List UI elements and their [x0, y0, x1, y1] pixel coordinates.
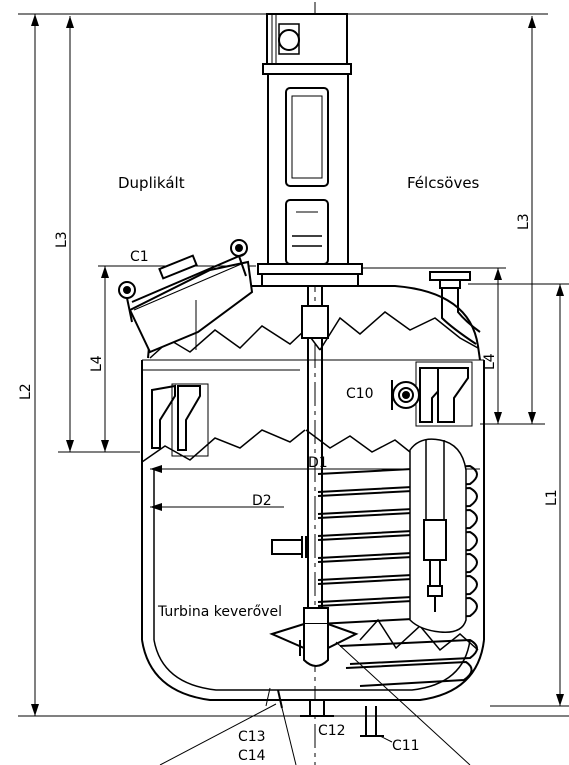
label-agitator: Turbina keverővel	[157, 604, 282, 620]
labels: Duplikált Félcsöves Turbina keverővel C1…	[18, 174, 560, 764]
label-l4-left: L4	[89, 355, 105, 372]
label-l3-left: L3	[54, 231, 70, 248]
label-c13: C13	[238, 729, 266, 745]
dimension-lines	[18, 13, 569, 717]
label-left-variant: Duplikált	[118, 174, 185, 192]
label-c14: C14	[238, 748, 266, 764]
label-right-variant: Félcsöves	[407, 174, 480, 192]
side-nozzle	[271, 536, 307, 558]
agitator-shaft	[301, 286, 329, 610]
label-l4-right: L4	[482, 353, 498, 370]
label-c11: C11	[392, 738, 420, 754]
manhole-c1	[118, 239, 254, 354]
label-d2: D2	[252, 493, 272, 509]
top-nozzle	[429, 271, 481, 345]
half-pipe-coils	[317, 464, 478, 687]
drive-unit	[257, 13, 363, 287]
turbine-impeller	[269, 607, 359, 667]
thermometer-well	[409, 438, 467, 633]
leader-lines	[159, 641, 471, 765]
label-l2: L2	[18, 383, 34, 400]
baffle-left	[151, 383, 209, 457]
label-l1: L1	[544, 489, 560, 506]
label-c10: C10	[346, 386, 374, 402]
label-c12: C12	[318, 723, 346, 739]
label-d1: D1	[308, 455, 328, 471]
baffle-right	[415, 361, 473, 427]
label-l3-right: L3	[516, 213, 532, 230]
nozzle-c10	[391, 380, 420, 410]
label-c1: C1	[130, 249, 149, 265]
dimension-arrows	[31, 14, 564, 716]
